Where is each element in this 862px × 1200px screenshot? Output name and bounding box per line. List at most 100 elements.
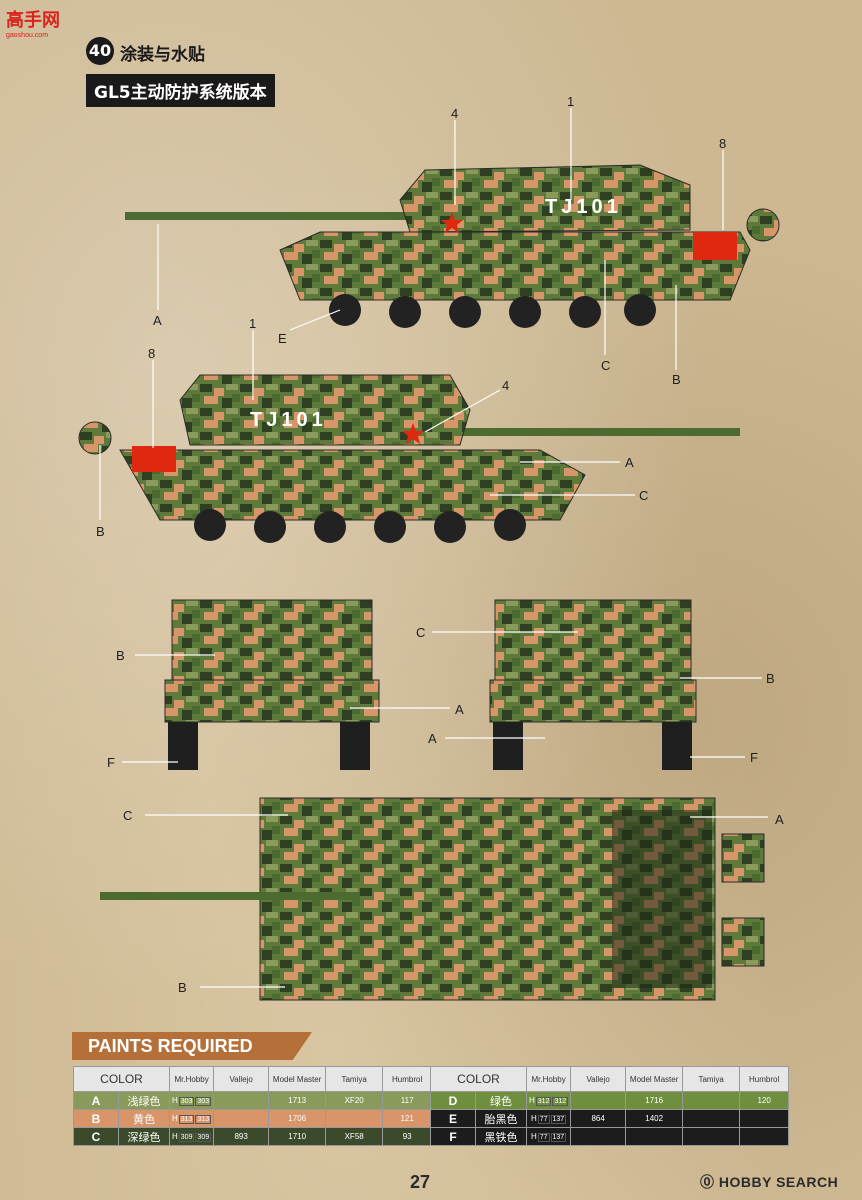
paint-tamiya: XF20 bbox=[325, 1091, 384, 1110]
paint-letter: B bbox=[73, 1109, 119, 1128]
callout-C-side1: C bbox=[601, 358, 611, 373]
header-model-master: Model Master bbox=[268, 1066, 327, 1092]
paints-table-left: COLOR Mr.Hobby Vallejo Model Master Tami… bbox=[73, 1066, 433, 1146]
paint-vallejo bbox=[570, 1127, 627, 1146]
callout-B-top: B bbox=[178, 980, 187, 995]
paint-tamiya bbox=[682, 1109, 741, 1128]
paint-name: 深绿色 bbox=[118, 1127, 170, 1146]
header-color: COLOR bbox=[73, 1066, 170, 1092]
side-view-left: TJ101 bbox=[78, 330, 740, 543]
header-vallejo: Vallejo bbox=[570, 1066, 627, 1092]
paint-vallejo: 893 bbox=[213, 1127, 270, 1146]
paint-vallejo: 864 bbox=[570, 1109, 627, 1128]
callout-1-side2: 1 bbox=[249, 316, 257, 331]
callout-B-rear: B bbox=[766, 671, 775, 686]
callout-4-side2: 4 bbox=[502, 378, 510, 393]
section-number: 40 bbox=[86, 37, 114, 65]
paint-humbrol bbox=[739, 1109, 790, 1128]
callout-1-side1: 1 bbox=[567, 94, 575, 109]
paint-name: 胎黑色 bbox=[475, 1109, 527, 1128]
callout-A-front: A bbox=[455, 702, 464, 717]
header-vallejo: Vallejo bbox=[213, 1066, 270, 1092]
callout-F-rear: F bbox=[750, 750, 758, 765]
header-model-master: Model Master bbox=[625, 1066, 684, 1092]
tank-camouflage-illustrations: TJ101 TJ101 bbox=[78, 108, 780, 1001]
header-humbrol: Humbrol bbox=[739, 1066, 790, 1092]
header-tamiya: Tamiya bbox=[325, 1066, 384, 1092]
header-color: COLOR bbox=[430, 1066, 527, 1092]
callout-E-side1: E bbox=[278, 331, 287, 346]
header-tamiya: Tamiya bbox=[682, 1066, 741, 1092]
hobby-search-text: HOBBY SEARCH bbox=[718, 1174, 839, 1190]
page-number: 27 bbox=[410, 1172, 431, 1192]
paint-humbrol: 120 bbox=[739, 1091, 790, 1110]
paint-humbrol: 121 bbox=[382, 1109, 433, 1128]
paint-tamiya bbox=[682, 1127, 741, 1146]
paint-letter: F bbox=[430, 1127, 476, 1146]
top-view bbox=[100, 797, 768, 1001]
paint-model-master bbox=[625, 1127, 684, 1146]
callout-8-side1: 8 bbox=[719, 136, 727, 151]
callout-A-rear: A bbox=[428, 731, 437, 746]
callout-A-side2: A bbox=[625, 455, 634, 470]
paint-humbrol bbox=[739, 1127, 790, 1146]
side2-tank-number: TJ101 bbox=[250, 409, 327, 431]
paint-humbrol: 117 bbox=[382, 1091, 433, 1110]
watermark-sub: gaoshou.com bbox=[6, 32, 49, 39]
callout-C-top: C bbox=[123, 808, 133, 823]
callout-8-side2: 8 bbox=[148, 346, 156, 361]
header-mrhobby: Mr.Hobby bbox=[168, 1066, 215, 1092]
paint-model-master: 1716 bbox=[625, 1091, 684, 1110]
paint-name: 浅绿色 bbox=[118, 1091, 170, 1110]
paint-vallejo bbox=[213, 1091, 270, 1110]
front-view bbox=[122, 599, 450, 770]
callout-A-top: A bbox=[775, 812, 784, 827]
watermark-logo: 高手网 gaoshou.com bbox=[6, 6, 60, 39]
callout-C-rear: C bbox=[416, 625, 426, 640]
callout-A-side1: A bbox=[153, 313, 162, 328]
callout-F-front: F bbox=[107, 755, 115, 770]
side-view-right: TJ101 bbox=[125, 108, 780, 370]
header-humbrol: Humbrol bbox=[382, 1066, 433, 1092]
callout-C-side2: C bbox=[639, 488, 649, 503]
paint-letter: E bbox=[430, 1109, 476, 1128]
paint-model-master: 1710 bbox=[268, 1127, 327, 1146]
paint-letter: D bbox=[430, 1091, 476, 1110]
paint-model-master: 1706 bbox=[268, 1109, 327, 1128]
rear-view bbox=[432, 599, 762, 770]
watermark-main: 高手网 bbox=[6, 10, 60, 30]
callout-B-side1: B bbox=[672, 372, 681, 387]
callout-4-side1: 4 bbox=[451, 106, 459, 121]
hobby-search-logo: ⓪ HOBBY SEARCH bbox=[700, 1172, 838, 1192]
paint-name: 黑铁色 bbox=[475, 1127, 527, 1146]
callout-B-front: B bbox=[116, 648, 125, 663]
header-mrhobby: Mr.Hobby bbox=[525, 1066, 572, 1092]
paint-tamiya bbox=[325, 1109, 384, 1128]
paint-tamiya: XF58 bbox=[325, 1127, 384, 1146]
side1-tank-number: TJ101 bbox=[545, 196, 622, 218]
paint-name: 绿色 bbox=[475, 1091, 527, 1110]
paint-name: 黄色 bbox=[118, 1109, 170, 1128]
paints-required-header: PAINTS REQUIRED bbox=[72, 1032, 312, 1060]
paint-vallejo bbox=[213, 1109, 270, 1128]
paint-model-master: 1713 bbox=[268, 1091, 327, 1110]
callout-B-side2: B bbox=[96, 524, 105, 539]
paint-letter: A bbox=[73, 1091, 119, 1110]
paint-tamiya bbox=[682, 1091, 741, 1110]
paint-model-master: 1402 bbox=[625, 1109, 684, 1128]
hobby-search-icon: ⓪ bbox=[700, 1174, 719, 1190]
paint-humbrol: 93 bbox=[382, 1127, 433, 1146]
paint-letter: C bbox=[73, 1127, 119, 1146]
